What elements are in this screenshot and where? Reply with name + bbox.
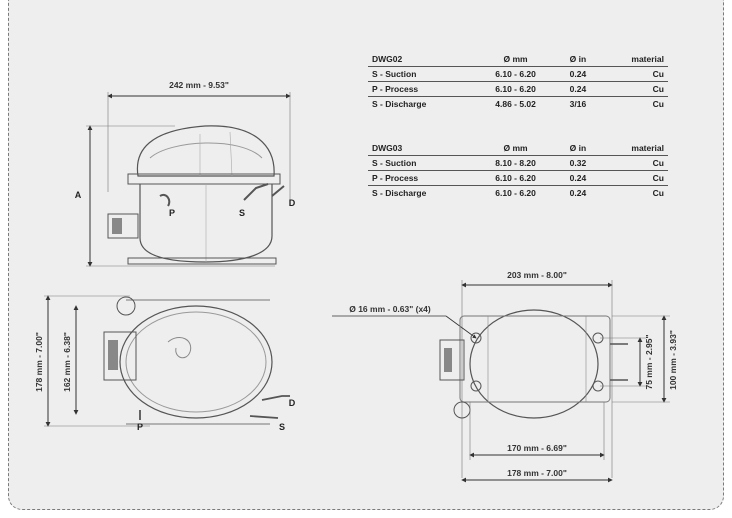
compressor-dome [136, 125, 275, 177]
base-plate [127, 257, 277, 265]
table-cell: 0.24 [557, 185, 599, 200]
table-header: DWG03 [372, 143, 403, 153]
table-header: Ø mm [503, 54, 528, 64]
dim-base-top-label: 203 mm - 8.00" [507, 270, 567, 280]
dim-bottom-inner-label: 170 mm - 6.69" [507, 443, 567, 453]
dim-outer-label: 178 mm - 7.00" [34, 332, 44, 392]
table-cell: 0.24 [557, 66, 599, 82]
discharge-tube [271, 185, 285, 197]
table-cell: S - Discharge [368, 96, 475, 111]
table-cell: Cu [598, 66, 668, 82]
dim-right-outer-label: 100 mm - 3.93" [668, 330, 678, 390]
table-header: DWG02 [372, 54, 403, 64]
table-cell: S - Suction [368, 66, 475, 82]
dome-contour [199, 131, 233, 177]
table-cell: S - Suction [368, 155, 475, 171]
table-cell: Cu [598, 155, 668, 171]
mounting-hole [116, 296, 136, 316]
port-label-d: D [289, 198, 296, 208]
terminal-box [107, 213, 139, 239]
table-header: Ø in [569, 143, 587, 153]
table-header: Ø mm [503, 143, 528, 153]
dim-width-label: 242 mm - 9.53" [169, 80, 229, 90]
table-cell: 8.10 - 8.20 [474, 155, 557, 171]
terminal-connector [108, 340, 118, 370]
suction-tube [243, 183, 269, 201]
port-label-p: P [169, 208, 175, 218]
port-label-d: D [289, 398, 296, 408]
process-tube [159, 194, 171, 207]
table-cell: 4.86 - 5.02 [474, 96, 557, 111]
table-header: Ø in [569, 54, 587, 64]
tubes [610, 343, 628, 381]
table-cell: 6.10 - 6.20 [474, 81, 557, 97]
table-cell: Cu [598, 170, 668, 186]
table-cell: 6.10 - 6.20 [474, 185, 557, 200]
dim-height-label: A [75, 190, 82, 200]
mounting-hole [470, 380, 482, 392]
base-plate [459, 315, 611, 403]
shell-outline [119, 305, 273, 419]
port-label-p: P [137, 422, 143, 432]
terminal-box [439, 339, 465, 381]
side-view [86, 92, 291, 267]
leader-line [445, 315, 477, 339]
dome-contour [149, 142, 263, 159]
dim-bottom-outer-label: 178 mm - 7.00" [507, 468, 567, 478]
port-label-s: S [279, 422, 285, 432]
table-cell: Cu [598, 81, 668, 97]
table-header: material [631, 54, 664, 64]
terminal-box [103, 331, 137, 381]
mounting-hole [470, 332, 482, 344]
dim-inner-label: 162 mm - 6.38" [62, 332, 72, 392]
spec-table-dwg03: DWG03 Ø mm Ø in material S - Suction 8.1… [368, 141, 668, 200]
table-cell: 6.10 - 6.20 [474, 66, 557, 82]
table-cell: P - Process [368, 170, 475, 186]
table-cell: Cu [598, 96, 668, 111]
shell-inner [125, 311, 267, 413]
compressor-shell [139, 184, 273, 263]
port-label-s: S [239, 208, 245, 218]
table-header: material [631, 143, 664, 153]
table-cell: 6.10 - 6.20 [474, 170, 557, 186]
tubes [139, 395, 290, 420]
table-cell: P - Process [368, 81, 475, 97]
shell-outline [469, 309, 599, 419]
weld-band [127, 173, 281, 185]
top-view [44, 295, 290, 427]
table-cell: 0.24 [557, 81, 599, 97]
base-rails [126, 299, 270, 425]
table-cell: Cu [598, 185, 668, 200]
table-cell: 0.32 [557, 155, 599, 171]
terminal-connector [444, 348, 452, 372]
base-view [332, 280, 670, 483]
table-cell: 0.24 [557, 170, 599, 186]
dim-hole-label: Ø 16 mm - 0.63" (x4) [349, 304, 431, 314]
table-cell: 3/16 [557, 96, 599, 111]
terminal-connector [112, 218, 122, 234]
dim-right-inner-label: 75 mm - 2.95" [644, 334, 654, 389]
table-cell: S - Discharge [368, 185, 475, 200]
spec-table-dwg02: DWG02 Ø mm Ø in material S - Suction 6.1… [368, 52, 668, 111]
internal-detail [167, 337, 192, 359]
